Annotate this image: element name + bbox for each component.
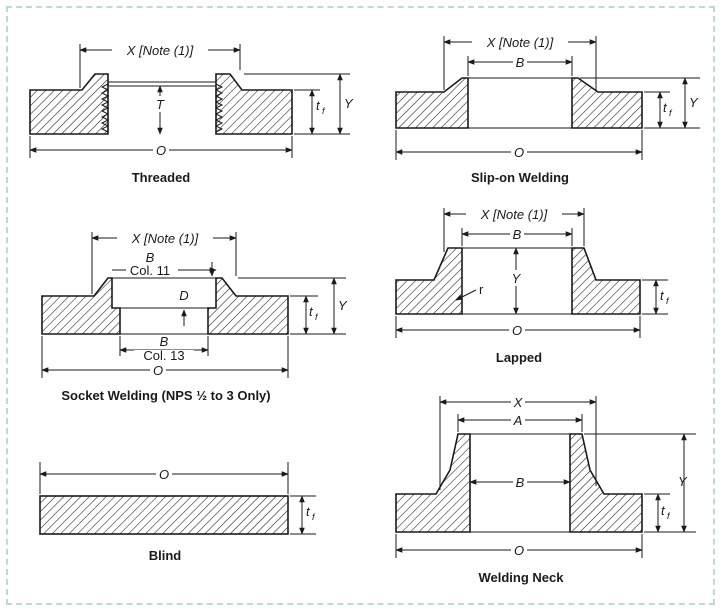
socket-o-label: O xyxy=(153,363,163,378)
socket-flange-body-right xyxy=(207,277,289,335)
threaded-flange-threads-left xyxy=(100,83,110,133)
threaded-x-label: X [Note (1)] xyxy=(126,43,194,58)
slip-on-caption: Slip-on Welding xyxy=(471,170,569,185)
threaded-t-label: T xyxy=(156,97,165,112)
slip-on-flange-body-left xyxy=(395,77,469,129)
welding-neck-flange: X A B t f Y O Welding Neck xyxy=(395,394,696,585)
blind-flange-body xyxy=(39,495,289,535)
threaded-flange: X [Note (1)] T t f Y O Threaded xyxy=(29,42,354,185)
welding-neck-caption: Welding Neck xyxy=(478,570,564,585)
welding-neck-o-label: O xyxy=(514,543,524,558)
socket-caption: Socket Welding (NPS ½ to 3 Only) xyxy=(61,388,270,403)
lapped-caption: Lapped xyxy=(496,350,542,365)
lapped-x-label: X [Note (1)] xyxy=(480,207,548,222)
slip-on-tf-label: t xyxy=(663,100,668,115)
lapped-flange-body-left xyxy=(395,247,463,315)
lapped-r-label: r xyxy=(479,282,484,297)
welding-neck-tf-label: t xyxy=(661,503,666,518)
blind-caption: Blind xyxy=(149,548,182,563)
lapped-flange-body-right xyxy=(571,247,641,315)
socket-flange-body-left xyxy=(41,277,121,335)
lapped-flange: X [Note (1)] B Y r t f O Lapped xyxy=(395,206,670,365)
welding-neck-a-label: A xyxy=(513,413,523,428)
welding-neck-x-label: X xyxy=(513,395,524,410)
threaded-y-label: Y xyxy=(344,96,354,111)
threaded-tf-subscript: f xyxy=(322,106,326,116)
lapped-o-label: O xyxy=(512,323,522,338)
threaded-o-label: O xyxy=(156,143,166,158)
socket-x-label: X [Note (1)] xyxy=(131,231,199,246)
socket-tf-subscript: f xyxy=(315,312,319,322)
threaded-flange-body-left xyxy=(29,73,109,135)
welding-neck-b-label: B xyxy=(516,475,525,490)
socket-b-bottom-label: B xyxy=(160,334,169,349)
lapped-y-label: Y xyxy=(512,271,522,286)
socket-y-label: Y xyxy=(338,298,348,313)
threaded-flange-threads-right xyxy=(214,83,224,133)
lapped-tf-label: t xyxy=(660,288,665,303)
slip-on-tf-subscript: f xyxy=(669,108,673,118)
socket-col-11-label: Col. 11 xyxy=(130,263,170,278)
slip-on-x-label: X [Note (1)] xyxy=(486,35,554,50)
slip-on-y-label: Y xyxy=(689,95,699,110)
slip-on-flange-body-right xyxy=(571,77,643,129)
threaded-tf-label: t xyxy=(316,98,321,113)
socket-tf-label: t xyxy=(309,304,314,319)
blind-o-label: O xyxy=(159,467,169,482)
slip-on-flange: X [Note (1)] B t f Y O Slip-on Welding xyxy=(395,34,700,185)
welding-neck-y-label: Y xyxy=(678,474,688,489)
socket-d-label: D xyxy=(179,288,188,303)
slip-on-b-label: B xyxy=(516,55,525,70)
blind-flange: O t f Blind xyxy=(39,462,316,563)
welding-neck-body-right xyxy=(569,433,643,533)
blind-tf-label: t xyxy=(306,504,311,519)
blind-tf-subscript: f xyxy=(312,512,316,522)
lapped-r-leader xyxy=(455,289,477,301)
threaded-caption: Threaded xyxy=(132,170,191,185)
slip-on-o-label: O xyxy=(514,145,524,160)
socket-col-13-label: Col. 13 xyxy=(143,348,184,363)
lapped-b-label: B xyxy=(513,227,522,242)
lapped-tf-subscript: f xyxy=(666,296,670,306)
socket-b-top-label: B xyxy=(146,250,155,265)
socket-welding-flange: X [Note (1)] B Col. 11 D B Col. 13 t f Y… xyxy=(41,230,348,403)
welding-neck-tf-subscript: f xyxy=(667,511,671,521)
welding-neck-body-left xyxy=(395,433,471,533)
threaded-flange-body-right xyxy=(215,73,293,135)
